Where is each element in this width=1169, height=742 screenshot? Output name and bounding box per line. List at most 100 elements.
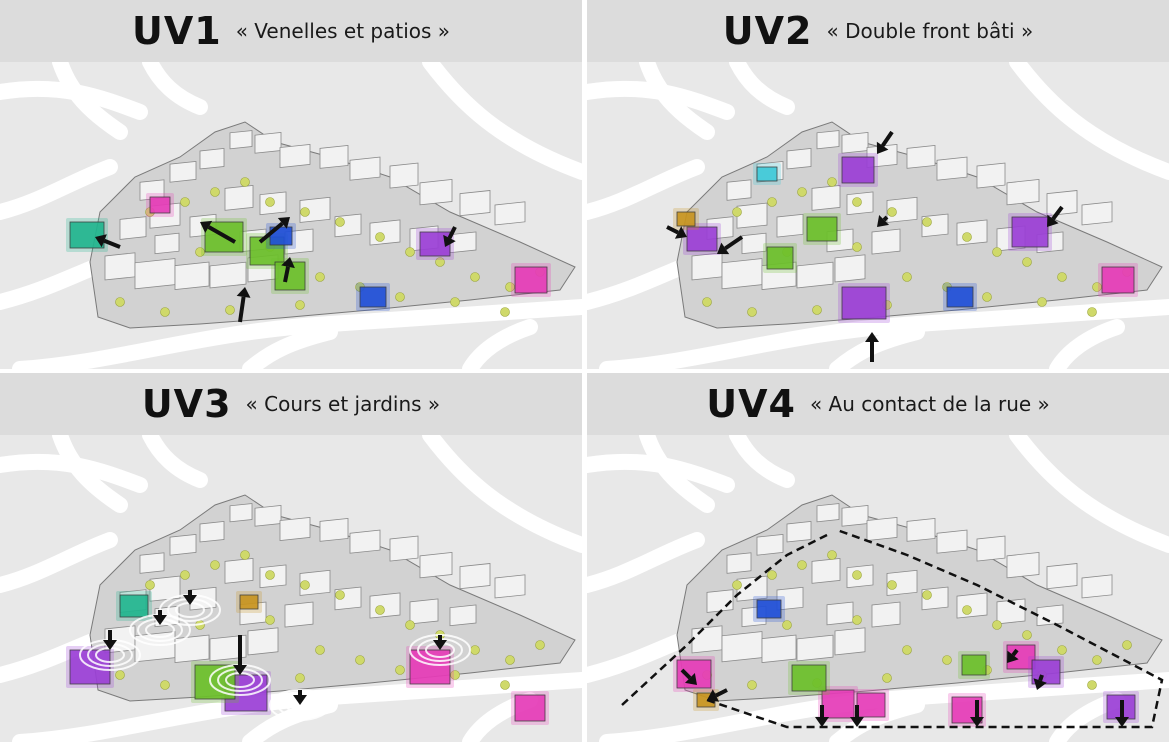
highlighted-building xyxy=(514,694,546,722)
street xyxy=(587,632,690,683)
tree xyxy=(505,282,515,292)
street xyxy=(242,697,338,742)
building xyxy=(776,213,804,238)
highlighted-building xyxy=(1006,644,1036,670)
tree xyxy=(225,305,235,315)
street xyxy=(52,435,128,513)
direction-arrow-shaft xyxy=(238,296,246,323)
tree xyxy=(1092,282,1102,292)
building xyxy=(279,143,311,169)
direction-arrow-head xyxy=(95,234,107,248)
building xyxy=(199,521,225,543)
building xyxy=(826,601,854,626)
building xyxy=(736,575,768,602)
highlighted-building xyxy=(1011,216,1049,248)
building xyxy=(976,162,1006,189)
street xyxy=(1009,62,1169,180)
panel-header: UV1 « Venelles et patios » xyxy=(0,0,582,62)
street xyxy=(639,435,715,513)
building xyxy=(811,557,841,584)
building xyxy=(224,184,254,211)
highlighted-building xyxy=(791,664,827,692)
direction-arrow-shaft xyxy=(666,225,679,235)
building xyxy=(886,569,918,596)
street xyxy=(829,324,925,369)
building xyxy=(349,156,381,181)
building xyxy=(741,232,767,255)
highlighted-building xyxy=(69,221,105,249)
direction-arrow-head xyxy=(717,242,730,255)
building xyxy=(104,252,136,281)
tree xyxy=(902,645,912,655)
direction-arrow-head xyxy=(433,640,447,650)
direction-arrow-shaft xyxy=(1051,205,1064,221)
building xyxy=(169,533,197,556)
tree xyxy=(882,673,892,683)
direction-arrow-head xyxy=(236,287,251,298)
highlighted-building xyxy=(841,156,875,184)
tree xyxy=(405,620,415,630)
tree xyxy=(782,620,792,630)
tree xyxy=(405,247,415,257)
building xyxy=(389,535,419,562)
tree xyxy=(355,655,365,665)
building xyxy=(1006,552,1040,579)
highlighted-building xyxy=(119,594,149,618)
highlighted-building xyxy=(806,216,838,242)
building xyxy=(149,575,181,602)
tree xyxy=(702,297,712,307)
tree xyxy=(732,207,742,217)
map-illustration xyxy=(587,435,1169,742)
direction-arrow-head xyxy=(1033,678,1047,690)
highlighted-building xyxy=(1101,266,1135,294)
building xyxy=(279,516,311,542)
building xyxy=(936,529,968,554)
direction-arrow-shaft xyxy=(1038,674,1044,682)
tree xyxy=(1087,680,1097,690)
tree xyxy=(195,247,205,257)
tree xyxy=(982,292,992,302)
building xyxy=(494,201,526,226)
building xyxy=(119,216,147,240)
map-illustration xyxy=(587,62,1169,369)
building xyxy=(886,196,918,223)
tree xyxy=(500,307,510,317)
tree xyxy=(395,292,405,302)
building xyxy=(761,634,797,664)
tree xyxy=(1057,645,1067,655)
panel-code: UV4 xyxy=(706,382,796,426)
building xyxy=(459,190,491,217)
building xyxy=(756,533,784,556)
building xyxy=(174,261,210,291)
building xyxy=(409,598,439,625)
panel-subtitle: « Cours et jardins » xyxy=(245,392,441,416)
building xyxy=(1081,201,1113,226)
tree xyxy=(500,680,510,690)
tree xyxy=(747,307,757,317)
building xyxy=(956,592,988,619)
building xyxy=(254,132,282,154)
direction-arrow-shaft xyxy=(715,688,728,698)
direction-arrow-head xyxy=(277,217,290,229)
street xyxy=(0,632,103,683)
building xyxy=(816,503,840,523)
panel-uv1: UV1 « Venelles et patios » xyxy=(0,0,582,369)
street xyxy=(422,62,582,180)
tree xyxy=(887,580,897,590)
tree xyxy=(902,272,912,282)
building xyxy=(866,516,898,542)
building xyxy=(721,631,763,663)
tree xyxy=(160,307,170,317)
direction-arrow-head xyxy=(183,595,197,605)
building xyxy=(841,505,869,527)
building xyxy=(816,130,840,150)
highlighted-building xyxy=(961,654,987,676)
panel-subtitle: « Venelles et patios » xyxy=(235,19,451,43)
tree xyxy=(992,620,1002,630)
direction-arrow-head xyxy=(815,717,829,727)
direction-arrow-shaft xyxy=(1011,648,1019,657)
building xyxy=(834,627,866,656)
tree xyxy=(335,590,345,600)
building xyxy=(1006,179,1040,206)
building xyxy=(786,148,812,170)
